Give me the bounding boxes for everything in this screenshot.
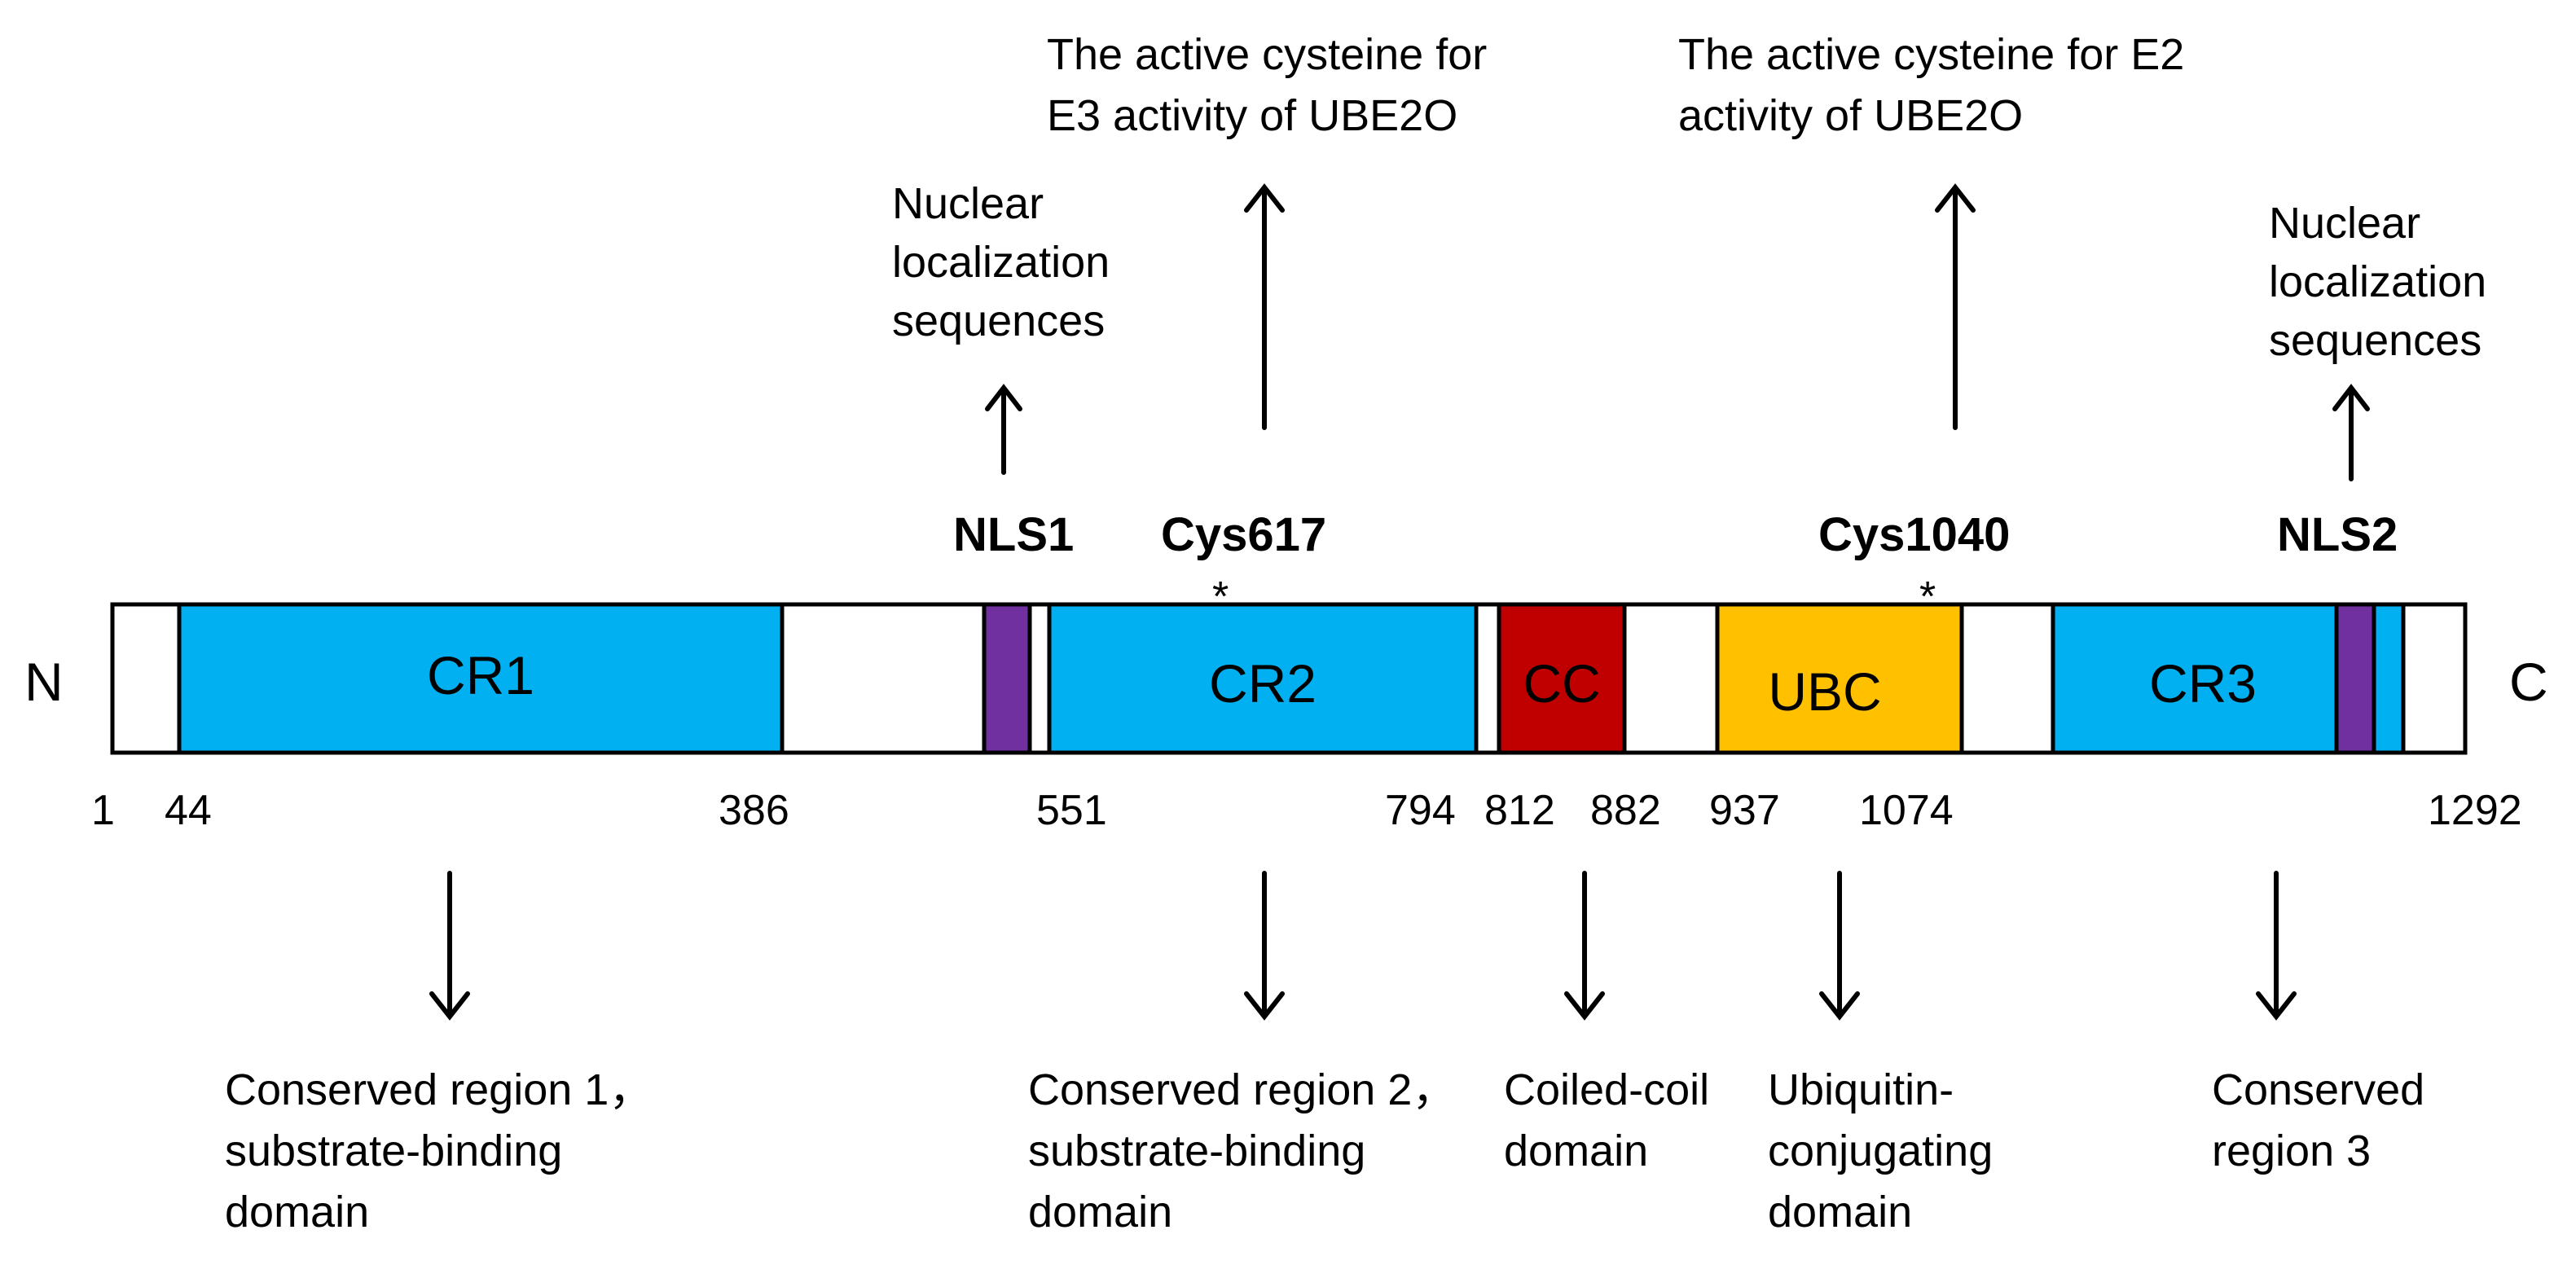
nls2-label: NLS2 <box>2277 508 2398 561</box>
cr1-annotation-line-3: domain <box>225 1188 369 1236</box>
nls1-up-arrow <box>985 384 1022 475</box>
nls1-description-line-2: localization <box>892 238 1110 287</box>
cc-annotation-line-2: domain <box>1504 1127 1648 1175</box>
cc-domain <box>1497 602 1627 755</box>
cr2-annotation-line-2: substrate-binding <box>1028 1127 1365 1175</box>
cys1040-description-line-2: activity of UBE2O <box>1678 91 2023 140</box>
nls1-description-line-3: sequences <box>892 296 1105 345</box>
n-terminus-label: N <box>24 652 64 712</box>
ubc-domain <box>1715 602 1964 755</box>
protein-bar: CR1 CR2 CC UBC CR3 <box>110 602 2468 755</box>
cr2-domain <box>1047 602 1479 755</box>
cr1-annotation-line-2: substrate-binding <box>225 1127 562 1175</box>
cc-label: CC <box>1523 653 1600 714</box>
cys1040-description-line-1: The active cysteine for E2 <box>1678 30 2184 79</box>
gap-box <box>1622 602 1720 755</box>
c-terminus-label: C <box>2509 652 2548 712</box>
linker-box <box>1959 602 2055 755</box>
position-812: 812 <box>1484 787 1555 834</box>
position-794: 794 <box>1385 787 1456 834</box>
ubc-annotation-line-3: domain <box>1768 1188 1912 1236</box>
position-882: 882 <box>1590 787 1661 834</box>
cr3-label: CR3 <box>2149 653 2257 714</box>
nls1-box <box>982 602 1032 755</box>
cys617-label: Cys617 <box>1161 508 1326 561</box>
cys1040-label: Cys1040 <box>1818 508 2010 561</box>
ubc-label: UBC <box>1768 661 1881 722</box>
position-937: 937 <box>1709 787 1780 834</box>
cys617-description-line-1: The active cysteine for <box>1047 30 1487 79</box>
cc-down-arrow <box>1564 871 1605 1021</box>
cr1-domain <box>177 602 785 755</box>
ubc-down-arrow <box>1819 871 1860 1021</box>
nls1-description-line-1: Nuclear <box>892 179 1044 228</box>
ubc-annotation-line-2: conjugating <box>1768 1127 1993 1175</box>
cr2-label: CR2 <box>1209 653 1317 714</box>
nls2-description-line-2: localization <box>2269 257 2486 306</box>
cr3-down-arrow <box>2256 871 2297 1021</box>
position-1: 1 <box>91 787 115 834</box>
position-44: 44 <box>165 787 212 834</box>
cc-annotation-line-1: Coiled-coil <box>1504 1065 1709 1114</box>
cr3-annotation-line-1: Conserved <box>2212 1065 2424 1114</box>
cr3-tail <box>2372 602 2406 755</box>
cr3-annotation-line-2: region 3 <box>2212 1127 2371 1175</box>
position-1292: 1292 <box>2428 787 2522 834</box>
position-551: 551 <box>1036 787 1107 834</box>
cys617-up-arrow <box>1244 183 1285 430</box>
ubc-annotation-line-1: Ubiquitin- <box>1768 1065 1954 1114</box>
cr2-annotation-line-1: Conserved region 2， <box>1028 1065 1456 1114</box>
cr1-annotation-line-1: Conserved region 1， <box>225 1065 653 1114</box>
cr1-down-arrow <box>429 871 470 1021</box>
nls2-description-line-3: sequences <box>2269 316 2481 365</box>
nls2-up-arrow <box>2332 384 2370 481</box>
nls2-description-line-1: Nuclear <box>2269 199 2420 248</box>
nls1-label: NLS1 <box>953 508 1074 561</box>
cr1-label: CR1 <box>427 645 534 705</box>
cys1040-up-arrow <box>1935 183 1976 430</box>
cys617-description-line-2: E3 activity of UBE2O <box>1047 91 1457 140</box>
position-386: 386 <box>719 787 789 834</box>
position-1074: 1074 <box>1859 787 1954 834</box>
cr2-annotation-line-3: domain <box>1028 1188 1172 1236</box>
nls2-box <box>2334 602 2376 755</box>
cr2-down-arrow <box>1244 871 1285 1021</box>
